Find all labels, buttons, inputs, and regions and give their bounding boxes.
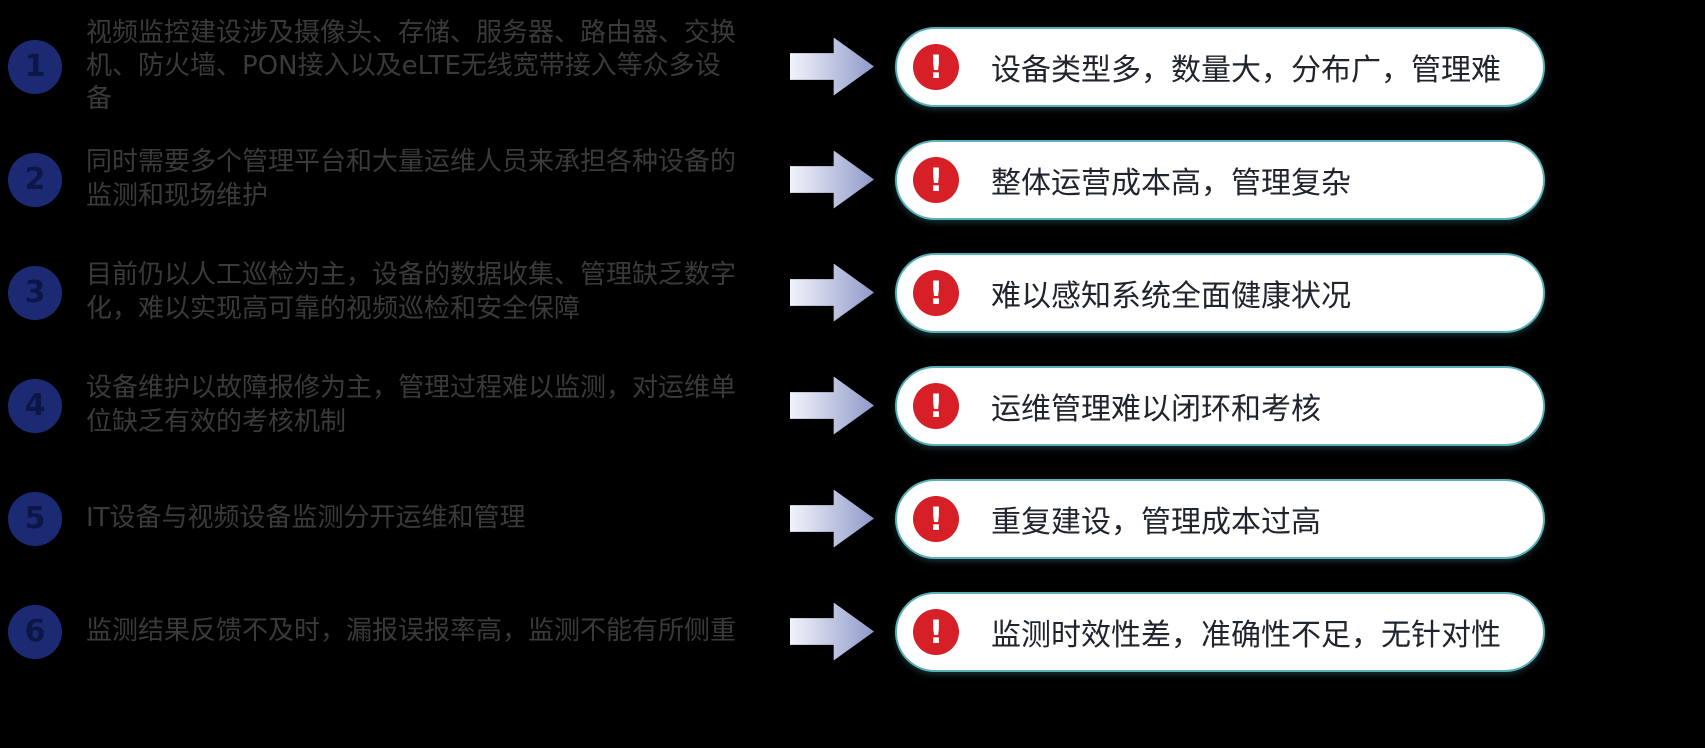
problem-text: IT设备与视频设备监测分开运维和管理: [86, 502, 526, 533]
consequence-pill: ! 监测时效性差，准确性不足，无针对性: [895, 591, 1545, 672]
exclamation-glyph: !: [928, 612, 944, 651]
step-number-badge: 4: [8, 378, 62, 433]
problem-text: 目前仍以人工巡检为主，设备的数据收集、管理缺乏数字化，难以实现高可靠的视频巡检和…: [86, 260, 737, 324]
consequence-text: 整体运营成本高，管理复杂: [991, 165, 1351, 201]
consequence-pill: ! 难以感知系统全面健康状况: [895, 252, 1545, 333]
alert-exclamation-icon: !: [913, 495, 959, 542]
problem-text: 设备维护以故障报修为主，管理过程难以监测，对运维单位缺乏有效的考核机制: [86, 373, 737, 437]
alert-exclamation-icon: !: [913, 608, 959, 655]
problem-row: 4 设备维护以故障报修为主，管理过程难以监测，对运维单位缺乏有效的考核机制 ! …: [0, 349, 1705, 462]
consequence-text: 重复建设，管理成本过高: [991, 504, 1321, 540]
step-number-badge: 3: [8, 265, 62, 320]
right-arrow-icon: [790, 376, 874, 435]
exclamation-glyph: !: [928, 160, 944, 199]
step-number: 3: [24, 275, 46, 310]
consequence-pill: ! 设备类型多，数量大，分布广，管理难: [895, 26, 1545, 107]
step-number: 2: [24, 162, 46, 197]
step-number: 5: [24, 501, 46, 536]
right-arrow-icon: [790, 602, 874, 661]
problem-row: 3 目前仍以人工巡检为主，设备的数据收集、管理缺乏数字化，难以实现高可靠的视频巡…: [0, 236, 1705, 349]
right-arrow-icon: [790, 150, 874, 209]
exclamation-glyph: !: [928, 386, 944, 425]
step-number-badge: 6: [8, 604, 62, 659]
exclamation-glyph: !: [928, 273, 944, 312]
step-number-badge: 5: [8, 491, 62, 546]
right-arrow-icon: [790, 489, 874, 548]
step-number: 4: [24, 388, 46, 423]
step-number: 1: [24, 49, 46, 84]
problem-row: 1 视频监控建设涉及摄像头、存储、服务器、路由器、交换机、防火墙、PON接入以及…: [0, 10, 1705, 123]
problem-text: 同时需要多个管理平台和大量运维人员来承担各种设备的监测和现场维护: [86, 147, 737, 211]
step-number-badge: 1: [8, 39, 62, 94]
exclamation-glyph: !: [928, 47, 944, 86]
problem-row: 2 同时需要多个管理平台和大量运维人员来承担各种设备的监测和现场维护 ! 整体运…: [0, 123, 1705, 236]
consequence-text: 难以感知系统全面健康状况: [991, 278, 1351, 314]
alert-exclamation-icon: !: [913, 43, 959, 90]
consequence-text: 运维管理难以闭环和考核: [991, 391, 1321, 427]
right-arrow-icon: [790, 37, 874, 96]
problem-row: 5 IT设备与视频设备监测分开运维和管理 ! 重复建设，管理成本过高: [0, 462, 1705, 575]
alert-exclamation-icon: !: [913, 382, 959, 429]
step-number-badge: 2: [8, 152, 62, 207]
problem-text: 视频监控建设涉及摄像头、存储、服务器、路由器、交换机、防火墙、PON接入以及eL…: [86, 17, 737, 115]
consequence-pill: ! 运维管理难以闭环和考核: [895, 365, 1545, 446]
consequence-pill: ! 整体运营成本高，管理复杂: [895, 139, 1545, 220]
exclamation-glyph: !: [928, 499, 944, 538]
right-arrow-icon: [790, 263, 874, 322]
consequence-text: 监测时效性差，准确性不足，无针对性: [991, 617, 1501, 653]
consequence-text: 设备类型多，数量大，分布广，管理难: [991, 52, 1501, 88]
step-number: 6: [24, 614, 46, 649]
alert-exclamation-icon: !: [913, 156, 959, 203]
consequence-pill: ! 重复建设，管理成本过高: [895, 478, 1545, 559]
problem-row: 6 监测结果反馈不及时，漏报误报率高，监测不能有所侧重 ! 监测时效性差，准确性…: [0, 575, 1705, 688]
alert-exclamation-icon: !: [913, 269, 959, 316]
problem-text: 监测结果反馈不及时，漏报误报率高，监测不能有所侧重: [86, 615, 737, 646]
